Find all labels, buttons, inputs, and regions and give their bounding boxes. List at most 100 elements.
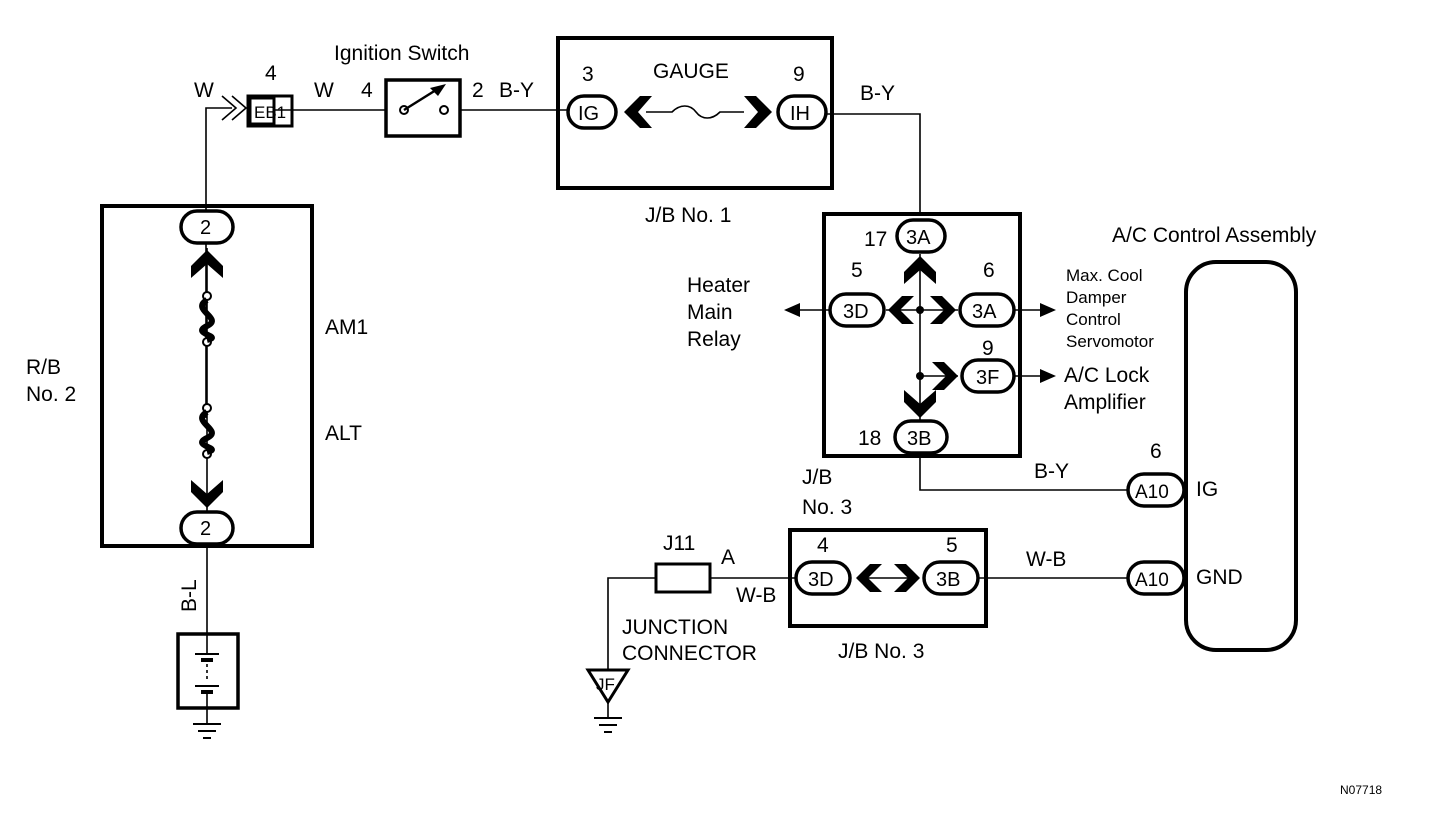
rb2-label-line1: R/B: [26, 356, 61, 379]
jb-center-box: [822, 212, 1022, 458]
connector-ig: IG: [566, 94, 618, 130]
fuse-am1-label: AM1: [325, 316, 368, 339]
connector-jb3-3d: 3D: [794, 560, 852, 596]
rb2-label-line2: No. 2: [26, 383, 76, 406]
connector-3d: 3D: [828, 292, 886, 328]
connector-label-jb3-3d: 3D: [808, 569, 834, 591]
pin-18: 18: [858, 427, 881, 450]
connector-label-a10-ig: A10: [1135, 482, 1169, 503]
connector-ih: IH: [776, 94, 828, 130]
ac-pin-ig-label: IG: [1196, 478, 1218, 501]
pin-jb3-5: 5: [946, 534, 958, 557]
connector-label-3d: 3D: [843, 301, 869, 323]
fuse-alt: [199, 409, 215, 455]
aclock-label-line1: A/C Lock: [1064, 364, 1150, 387]
pin-6: 6: [983, 259, 995, 282]
connector-3a-right: 3A: [958, 292, 1016, 328]
maxcool-label-line1: Max. Cool: [1066, 266, 1143, 285]
wire-color-b-l: B-L: [178, 579, 201, 612]
jb3-lower-label: J/B No. 3: [838, 640, 924, 663]
wire-color-w-b-left: W-B: [736, 584, 776, 607]
maxcool-label-line4: Servomotor: [1066, 332, 1154, 351]
connector-label-ih: IH: [790, 103, 810, 125]
connector-label-3a-top: 3A: [906, 227, 931, 249]
wire-color-b-y-gauge: B-Y: [860, 82, 895, 105]
connector-a10-ig: A10: [1126, 472, 1186, 508]
pin-a10-ig: 6: [1150, 440, 1162, 463]
ignition-switch: [384, 78, 462, 138]
wire-ac-lock: [1014, 369, 1056, 383]
wire-color-b-y-ac: B-Y: [1034, 460, 1069, 483]
wire-color-b-y-ign: B-Y: [499, 79, 534, 102]
gauge-label: GAUGE: [653, 60, 729, 83]
connector-eb1: EB1: [246, 94, 294, 128]
junction-connector-j11: [654, 562, 712, 594]
ac-control-label: A/C Control Assembly: [1112, 224, 1317, 247]
wire-color-w-left: W: [194, 79, 214, 102]
connector-label-a10-gnd: A10: [1135, 570, 1169, 591]
connector-label-rb-bottom: 2: [200, 518, 211, 540]
pin-eb1: 4: [265, 62, 277, 85]
heater-label-line3: Relay: [687, 328, 741, 351]
connector-jb3-3b: 3B: [922, 560, 980, 596]
wire-jf: [607, 577, 656, 690]
pin-17: 17: [864, 228, 887, 251]
jb1-label: J/B No. 1: [645, 204, 731, 227]
fuse-alt-label: ALT: [325, 422, 362, 445]
wire-b-y-gauge: [826, 113, 921, 216]
connector-a10-gnd: A10: [1126, 560, 1186, 596]
jb3-upper-label-line1: J/B: [802, 466, 832, 489]
junction-label-line1: JUNCTION: [622, 616, 728, 639]
battery: [176, 632, 240, 724]
connector-label-eb1: EB1: [254, 103, 286, 122]
connector-label-jb3-3b: 3B: [936, 569, 960, 591]
jb1-box: [556, 36, 834, 190]
jb3-upper-label-line2: No. 3: [802, 496, 852, 519]
gauge-internal: [624, 96, 772, 128]
connector-label-rb-top: 2: [200, 217, 211, 239]
connector-3b: 3B: [893, 419, 949, 455]
connector-label-ig: IG: [578, 103, 599, 125]
wire-color-w-mid: W: [314, 79, 334, 102]
maxcool-label-line3: Control: [1066, 310, 1121, 329]
pin-ign-in: 4: [361, 79, 373, 102]
ac-pin-gnd-label: GND: [1196, 566, 1243, 589]
pin-ign-out: 2: [472, 79, 484, 102]
ac-control-assembly: [1184, 260, 1298, 652]
maxcool-label-line2: Damper: [1066, 288, 1127, 307]
fuse-am1: [199, 297, 215, 343]
figure-id: N07718: [1340, 783, 1382, 797]
connector-rb-bottom: 2: [179, 510, 235, 546]
heater-label-line2: Main: [687, 301, 733, 324]
connector-label-3a-right: 3A: [972, 301, 997, 323]
connector-label-3b: 3B: [907, 428, 931, 450]
wire-max-cool: [1014, 303, 1056, 317]
connector-label-jf: JF: [596, 675, 615, 694]
wire-b-y-ac: [919, 453, 1128, 491]
connector-3f: 3F: [960, 358, 1016, 394]
ground-icon: [193, 723, 221, 739]
connector-3a-top: 3A: [895, 218, 947, 254]
wire-heater-relay: [784, 303, 830, 317]
wire-w-top: [205, 95, 568, 418]
pin-jb3-4: 4: [817, 534, 829, 557]
connector-label-3f: 3F: [976, 367, 999, 389]
heater-label-line1: Heater: [687, 274, 750, 297]
j11-label: J11: [663, 532, 695, 555]
wire-color-w-b-right: W-B: [1026, 548, 1066, 571]
connector-rb-top: 2: [179, 209, 235, 245]
pin-gauge-ig: 3: [582, 63, 594, 86]
pin-gauge-ih: 9: [793, 63, 805, 86]
jb-center-internal: [886, 254, 958, 420]
aclock-label-line2: Amplifier: [1064, 391, 1146, 414]
pin-j11-a: A: [721, 546, 735, 569]
ground-icon: [594, 717, 622, 733]
rb2-internal: [191, 248, 223, 512]
ignition-switch-label: Ignition Switch: [334, 42, 469, 65]
pin-5: 5: [851, 259, 863, 282]
ground-point-jf: JF: [585, 668, 631, 718]
jb3-internal: [856, 564, 920, 592]
junction-label-line2: CONNECTOR: [622, 642, 757, 665]
pin-9: 9: [982, 337, 994, 360]
